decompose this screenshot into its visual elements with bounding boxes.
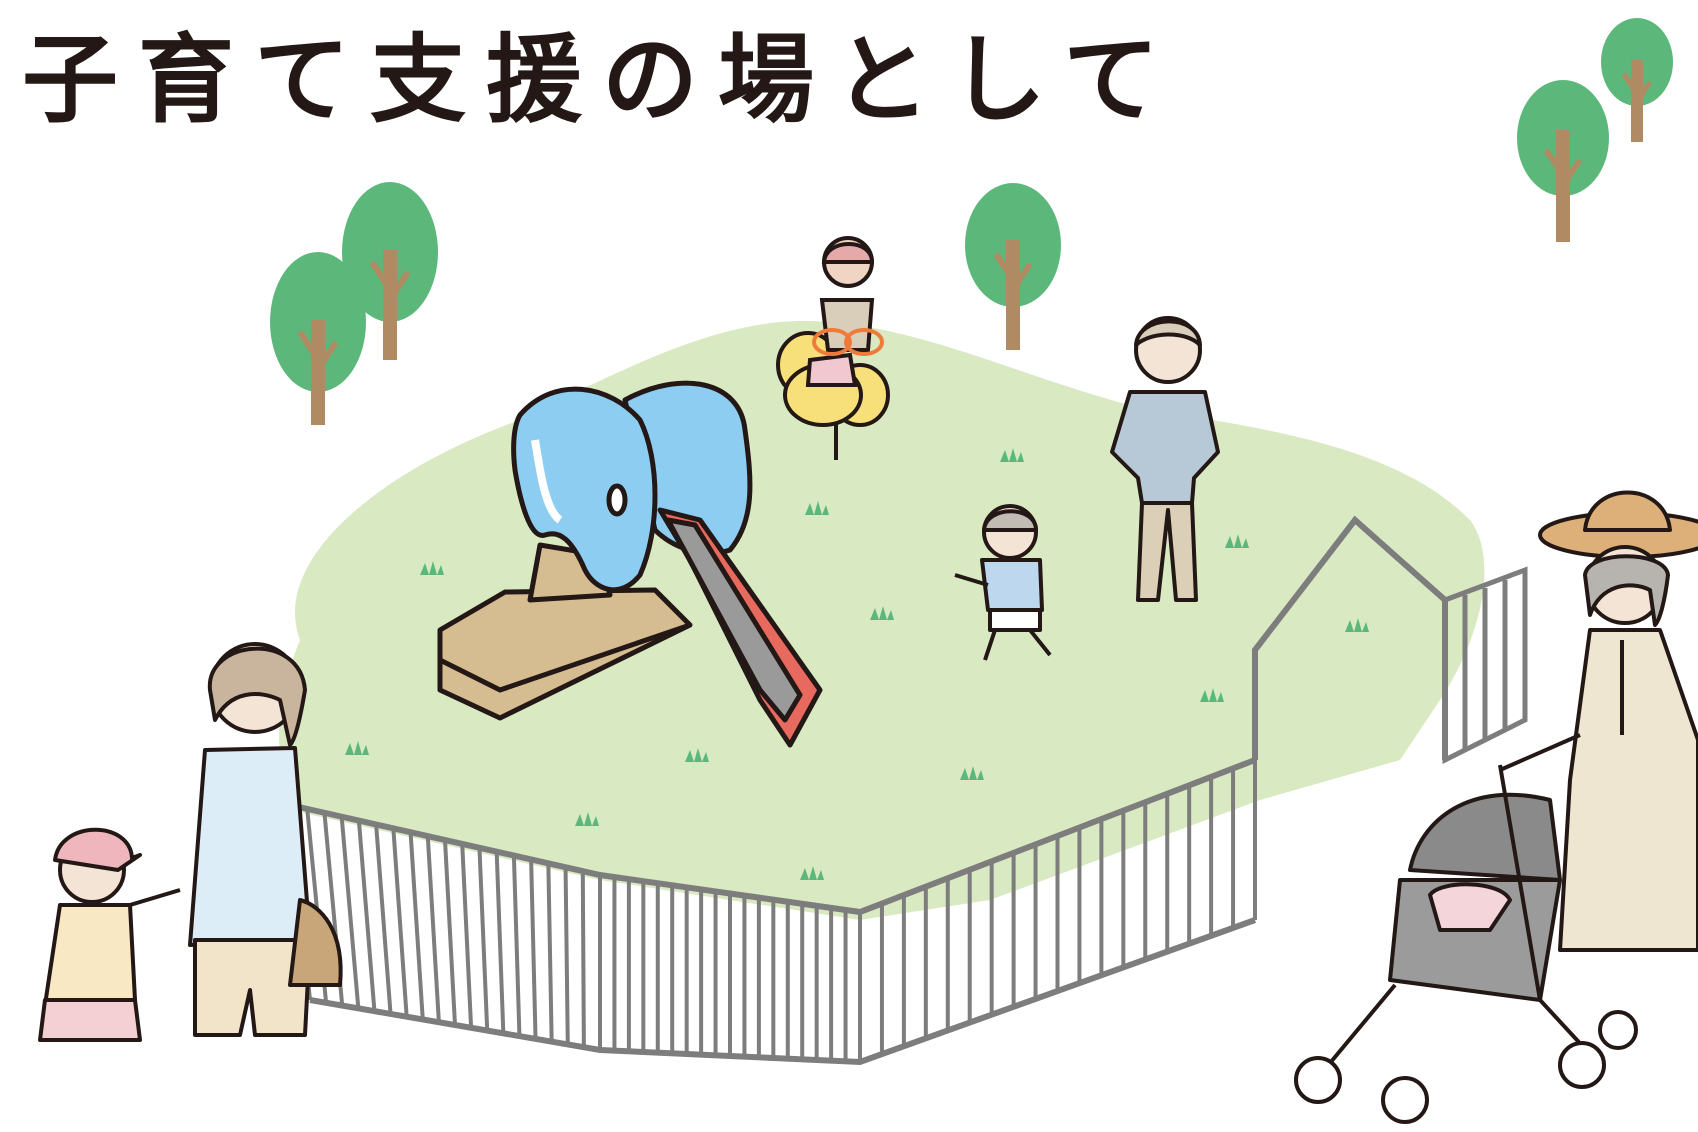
grass-tufts: [345, 448, 1369, 880]
grandmother-figure: [1499, 490, 1698, 952]
page-title: 子育て支援の場として: [22, 24, 1180, 136]
father-figure: [1110, 316, 1220, 602]
spring-rider-icon: [776, 236, 890, 460]
gate-icon: [1442, 566, 1528, 765]
elephant-slide-icon: [437, 380, 823, 748]
tree-icon: [270, 18, 1673, 425]
small-child-figure: [38, 827, 181, 1042]
stroller-icon: [1294, 764, 1638, 1124]
mother-figure: [188, 642, 343, 1037]
fence-pickets: [288, 760, 1257, 1062]
running-child-figure: [954, 504, 1052, 661]
